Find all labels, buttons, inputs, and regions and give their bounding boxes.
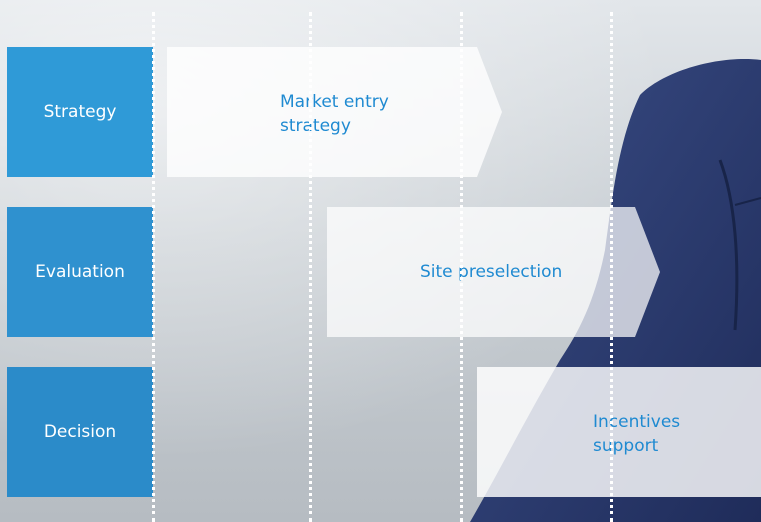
phase-evaluation: Evaluation bbox=[7, 207, 153, 337]
service-arrow-site-preselection bbox=[327, 207, 660, 337]
service-label-site-preselection: Site preselection bbox=[420, 260, 562, 284]
column-divider bbox=[460, 12, 463, 522]
phase-label: Strategy bbox=[43, 102, 117, 122]
label-line: support bbox=[593, 436, 659, 456]
phase-label: Evaluation bbox=[35, 262, 125, 282]
column-divider bbox=[152, 12, 155, 522]
service-arrow-market-entry bbox=[167, 47, 502, 177]
label-line: Site preselection bbox=[420, 262, 563, 282]
label-line: Incentives bbox=[593, 412, 681, 432]
label-line: Market entry bbox=[280, 92, 389, 112]
phase-strategy: Strategy bbox=[7, 47, 153, 177]
service-label-market-entry: Market entry strategy bbox=[280, 90, 389, 138]
label-line: strategy bbox=[280, 116, 351, 136]
column-divider bbox=[309, 12, 312, 522]
phase-decision: Decision bbox=[7, 367, 153, 497]
service-label-incentives: Incentives support bbox=[593, 410, 680, 458]
column-divider bbox=[610, 12, 613, 522]
phase-label: Decision bbox=[43, 422, 117, 442]
service-arrow-incentives bbox=[477, 367, 761, 497]
